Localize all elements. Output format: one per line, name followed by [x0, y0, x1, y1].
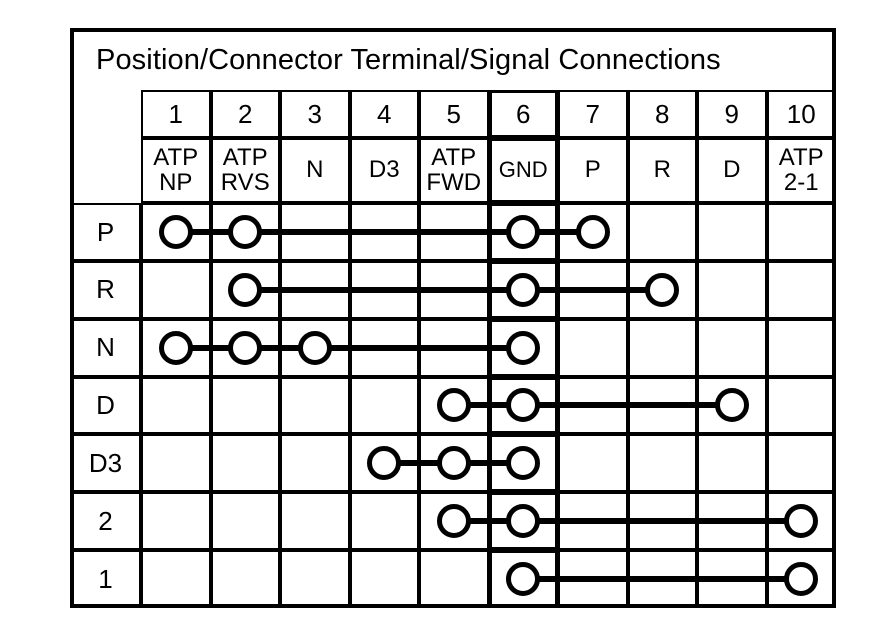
terminal-node-N-3[interactable]: [297, 330, 332, 365]
wire-D3-5-to-6: [453, 460, 524, 467]
wire-R-2-to-6: [245, 286, 524, 293]
position-label-R: R: [72, 260, 141, 319]
terminal-node-P-6[interactable]: [506, 214, 541, 249]
wire-N-1-to-2: [175, 344, 246, 351]
cell-D-3[interactable]: [280, 376, 350, 435]
cell-2-2[interactable]: [210, 492, 280, 551]
signal-name-6: GND: [488, 138, 558, 203]
terminal-node-R-6[interactable]: [506, 272, 541, 307]
cell-2-3[interactable]: [280, 492, 350, 551]
terminal-number-3: 3: [280, 90, 350, 138]
cell-1-3[interactable]: [280, 550, 350, 608]
cell-1-1[interactable]: [141, 550, 211, 608]
signal-name-2: ATP RVS: [210, 138, 280, 203]
signal-name-7: P: [558, 138, 628, 203]
terminal-node-D3-6[interactable]: [506, 446, 541, 481]
signal-name-4: D3: [349, 138, 419, 203]
cell-N-8[interactable]: [627, 318, 697, 377]
signal-name-8: R: [627, 138, 697, 203]
terminal-node-D-6[interactable]: [506, 388, 541, 423]
terminal-node-N-6[interactable]: [506, 330, 541, 365]
cell-R-1[interactable]: [141, 260, 211, 319]
wire-1-6-to-10: [523, 576, 802, 583]
wire-N-3-to-6: [314, 344, 524, 351]
wire-R-6-to-8: [523, 286, 663, 293]
signal-name-9: D: [697, 138, 767, 203]
cell-D3-8[interactable]: [627, 434, 697, 493]
wire-N-2-to-3: [245, 344, 315, 351]
diagram-title: Position/Connector Terminal/Signal Conne…: [96, 44, 721, 76]
wire-D-5-to-6: [453, 402, 524, 409]
cell-1-4[interactable]: [349, 550, 419, 608]
terminal-node-N-2[interactable]: [228, 330, 263, 365]
terminal-node-R-8[interactable]: [645, 272, 680, 307]
cell-R-10[interactable]: [766, 260, 836, 319]
terminal-number-10: 10: [766, 90, 836, 138]
cell-P-9[interactable]: [697, 203, 767, 261]
wire-P-6-to-7: [523, 228, 593, 235]
position-label-D3: D3: [72, 434, 141, 493]
cell-2-4[interactable]: [349, 492, 419, 551]
position-label-P: P: [72, 203, 141, 261]
cell-N-7[interactable]: [558, 318, 628, 377]
wire-D-6-to-9: [523, 402, 732, 409]
cell-D3-10[interactable]: [766, 434, 836, 493]
terminal-number-8: 8: [627, 90, 697, 138]
terminal-number-4: 4: [349, 90, 419, 138]
cell-N-9[interactable]: [697, 318, 767, 377]
terminal-node-D3-5[interactable]: [436, 446, 471, 481]
terminal-node-1-6[interactable]: [506, 562, 541, 597]
cell-D-1[interactable]: [141, 376, 211, 435]
cell-D-10[interactable]: [766, 376, 836, 435]
terminal-number-5: 5: [419, 90, 489, 138]
position-label-N: N: [72, 318, 141, 377]
cell-1-5[interactable]: [419, 550, 489, 608]
wire-2-6-to-10: [523, 518, 802, 525]
cell-D-2[interactable]: [210, 376, 280, 435]
terminal-node-2-10[interactable]: [784, 504, 819, 539]
cell-R-9[interactable]: [697, 260, 767, 319]
cell-D3-1[interactable]: [141, 434, 211, 493]
cell-D3-7[interactable]: [558, 434, 628, 493]
terminal-number-9: 9: [697, 90, 767, 138]
terminal-number-2: 2: [210, 90, 280, 138]
terminal-node-D-5[interactable]: [436, 388, 471, 423]
terminal-node-2-5[interactable]: [436, 504, 471, 539]
wire-P-2-to-6: [245, 228, 524, 235]
cell-2-1[interactable]: [141, 492, 211, 551]
terminal-number-6: 6: [488, 90, 558, 138]
terminal-node-P-2[interactable]: [228, 214, 263, 249]
terminal-node-2-6[interactable]: [506, 504, 541, 539]
cell-P-8[interactable]: [627, 203, 697, 261]
cell-N-10[interactable]: [766, 318, 836, 377]
cell-D-4[interactable]: [349, 376, 419, 435]
terminal-node-N-1[interactable]: [158, 330, 193, 365]
terminal-node-P-7[interactable]: [575, 214, 610, 249]
terminal-node-D3-4[interactable]: [367, 446, 402, 481]
wire-D3-4-to-5: [384, 460, 454, 467]
cell-D3-3[interactable]: [280, 434, 350, 493]
cell-1-2[interactable]: [210, 550, 280, 608]
terminal-node-P-1[interactable]: [158, 214, 193, 249]
terminal-number-1: 1: [141, 90, 211, 138]
signal-name-5: ATP FWD: [419, 138, 489, 203]
wire-P-1-to-2: [175, 228, 246, 235]
signal-name-1: ATP NP: [141, 138, 211, 203]
position-label-1: 1: [72, 550, 141, 608]
terminal-node-D-9[interactable]: [714, 388, 749, 423]
signal-name-3: N: [280, 138, 350, 203]
terminal-node-R-2[interactable]: [228, 272, 263, 307]
terminal-node-1-10[interactable]: [784, 562, 819, 597]
terminal-number-7: 7: [558, 90, 628, 138]
signal-name-10: ATP 2-1: [766, 138, 836, 203]
cell-D3-9[interactable]: [697, 434, 767, 493]
position-label-D: D: [72, 376, 141, 435]
wire-2-5-to-6: [453, 518, 524, 525]
cell-D3-2[interactable]: [210, 434, 280, 493]
position-label-2: 2: [72, 492, 141, 551]
cell-P-10[interactable]: [766, 203, 836, 261]
